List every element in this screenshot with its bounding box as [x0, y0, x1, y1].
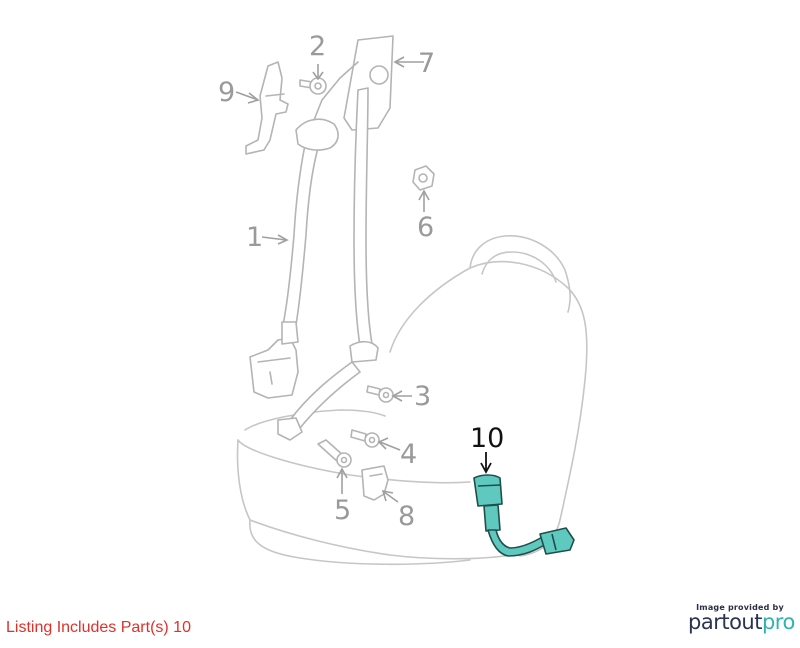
part-5-bolt [317, 439, 352, 468]
brand-logo-part1: partout [688, 610, 762, 634]
brand-logo-part2: pro [761, 610, 795, 634]
part-2-bolt [299, 77, 327, 95]
part-10-buckle [473, 474, 575, 557]
part-4-bolt [350, 429, 380, 448]
part-3-bolt [366, 385, 394, 403]
callout-4: 4 [400, 439, 417, 470]
callout-10: 10 [470, 423, 504, 454]
callout-5: 5 [334, 495, 351, 526]
brand-watermark: Image provided by partoutpro [688, 603, 795, 634]
part-6-nut [412, 165, 435, 191]
leader-arrows [235, 56, 492, 503]
listing-note: Listing Includes Part(s) 10 [6, 619, 191, 636]
callout-6: 6 [417, 212, 434, 243]
callout-7: 7 [418, 48, 435, 79]
callout-8: 8 [398, 501, 415, 532]
callout-9: 9 [218, 77, 235, 108]
seat-outline [236, 235, 588, 566]
callout-labels: 1 2 3 4 5 6 7 8 9 10 [218, 31, 504, 532]
part-1-belt [249, 144, 319, 399]
brand-logo: partoutpro [688, 610, 795, 634]
callout-2: 2 [309, 31, 326, 62]
part-9-bracket [245, 61, 289, 155]
callout-1: 1 [246, 222, 263, 253]
part-7-upper-anchor [277, 35, 394, 441]
brand-caption: Image provided by [696, 603, 784, 612]
callout-3: 3 [414, 381, 431, 412]
